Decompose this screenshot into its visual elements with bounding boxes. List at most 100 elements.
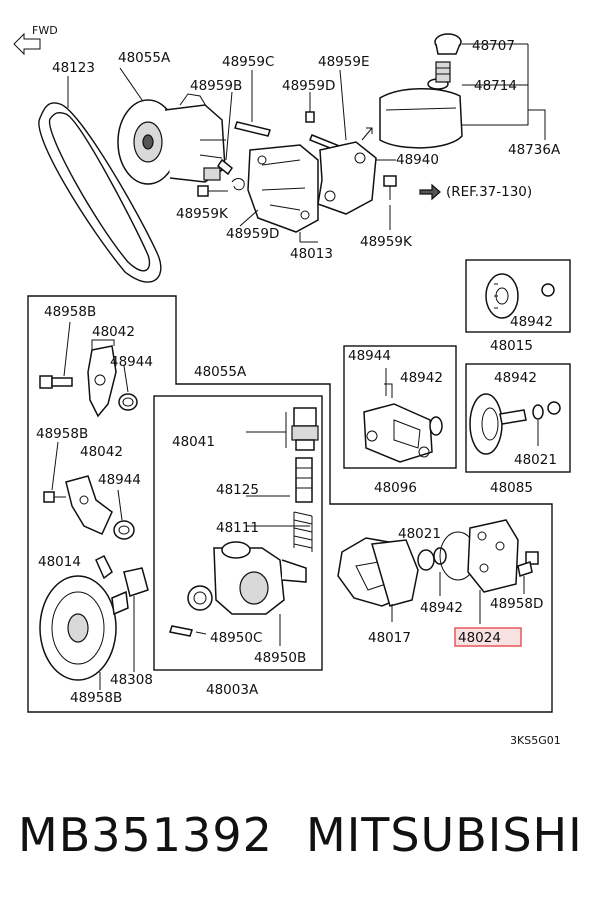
ring-48944-box <box>384 368 393 398</box>
kit-48096-box <box>343 345 457 469</box>
valve-48041 <box>246 407 319 451</box>
brand-name: MITSUBISHI <box>306 808 583 862</box>
label-48959b: 48959B <box>190 78 242 94</box>
label-48944-top: 48944 <box>110 354 153 370</box>
ref-label: (REF.37-130) <box>446 184 532 200</box>
nut-48942-kit085 <box>547 401 561 415</box>
ring-48944-mid <box>113 489 135 540</box>
bolt-48958b-mid <box>43 441 66 503</box>
bracket-48940 <box>317 141 396 215</box>
label-48944-mid: 48944 <box>98 472 141 488</box>
pin-48950c <box>169 625 193 637</box>
pulley-48085 <box>469 393 527 455</box>
gasket-48096 <box>363 403 433 463</box>
label-48959d-low: 48959D <box>226 226 279 242</box>
part-number: MB351392 <box>18 808 273 862</box>
footer: MB351392 MITSUBISHI <box>0 800 600 880</box>
label-48024: 48024 <box>458 630 501 646</box>
label-48940: 48940 <box>396 152 439 168</box>
label-48959c: 48959C <box>222 54 274 70</box>
label-48042-top: 48042 <box>92 324 135 340</box>
plate-48024 <box>467 519 519 624</box>
bolt-48958d <box>517 551 539 594</box>
drive-belt <box>38 102 162 283</box>
label-48958b-bot: 48958B <box>70 690 122 706</box>
label-48942: 48942 <box>420 600 463 616</box>
label-48942-kit015: 48942 <box>510 314 553 330</box>
spring-48111 <box>293 511 313 552</box>
top-pump <box>117 93 226 185</box>
cover-48017 <box>337 537 419 622</box>
nut-48942-kit015 <box>541 283 555 297</box>
seal-48015 <box>485 273 519 319</box>
label-48942-box: 48942 <box>400 370 443 386</box>
label-48959e: 48959E <box>318 54 369 70</box>
label-48041: 48041 <box>172 434 215 450</box>
label-48950b: 48950B <box>254 650 306 666</box>
bolt-48959k-left <box>197 185 228 197</box>
label-48959k-left: 48959K <box>176 206 229 222</box>
label-48042-mid: 48042 <box>80 444 123 460</box>
pulley-shaft-48308 <box>111 567 149 672</box>
ring-48944-top <box>118 365 138 411</box>
pulley-48958b-bot <box>39 575 117 690</box>
ref-arrow-icon <box>419 183 441 201</box>
fwd-label: FWD <box>32 24 58 37</box>
bolt-48959d-top <box>305 92 315 123</box>
label-48017: 48017 <box>368 630 411 646</box>
label-48959d-top: 48959D <box>282 78 335 94</box>
bolt-48959k-right <box>383 175 397 230</box>
label-48950c: 48950C <box>210 630 262 646</box>
diagram-code: 3KS5G01 <box>510 734 561 747</box>
parts-diagram: FWD <box>13 24 571 747</box>
ring-48942-box <box>429 416 443 436</box>
strainer <box>435 61 451 83</box>
fitting-48042-top <box>87 339 117 418</box>
label-48014: 48014 <box>38 554 81 570</box>
label-48958d: 48958D <box>490 596 543 612</box>
kit-48085-box <box>465 363 571 473</box>
bolt-48959b <box>216 91 234 176</box>
assembly-frame <box>27 295 553 713</box>
label-48015: 48015 <box>490 338 533 354</box>
label-48958b-top: 48958B <box>44 304 96 320</box>
label-48021-kit085: 48021 <box>514 452 557 468</box>
label-48096: 48096 <box>374 480 417 496</box>
leaders-top <box>67 67 259 227</box>
label-48125: 48125 <box>216 482 259 498</box>
label-48736a: 48736A <box>508 142 561 158</box>
label-48942-kit085: 48942 <box>494 370 537 386</box>
spring-48125 <box>295 457 313 503</box>
body-48003a <box>187 541 307 615</box>
label-48013: 48013 <box>290 246 333 262</box>
bracket-48013 <box>247 144 319 243</box>
label-48714: 48714 <box>474 78 517 94</box>
kit-48015-box <box>465 259 571 333</box>
label-48123: 48123 <box>52 60 95 76</box>
label-48959k-right: 48959K <box>360 234 413 250</box>
label-48055a-top: 48055A <box>118 50 171 66</box>
label-48085: 48085 <box>490 480 533 496</box>
label-48055a-box: 48055A <box>194 364 247 380</box>
label-48111: 48111 <box>216 520 259 536</box>
reservoir-tank <box>379 78 463 149</box>
clip <box>231 178 245 191</box>
label-48003a: 48003A <box>206 682 259 698</box>
fwd-arrow-icon <box>13 32 41 56</box>
internal-parts-frame <box>153 395 323 671</box>
reservoir-callout-line <box>462 43 546 140</box>
fitting-48014 <box>95 554 113 580</box>
label-48021: 48021 <box>398 526 441 542</box>
bolt-48958b-top <box>39 321 73 389</box>
label-48944-box: 48944 <box>348 348 391 364</box>
leaders-internal <box>195 495 310 646</box>
label-48308: 48308 <box>110 672 153 688</box>
reservoir-cap <box>434 33 462 55</box>
nut-48021-kit085 <box>532 404 544 446</box>
fitting-48042-mid <box>65 475 113 535</box>
label-48958b-mid: 48958B <box>36 426 88 442</box>
bolt-48959c <box>234 70 271 137</box>
highlight-48024 <box>454 627 522 647</box>
reservoir-arrow-icon <box>361 127 373 141</box>
label-48707: 48707 <box>472 38 515 54</box>
